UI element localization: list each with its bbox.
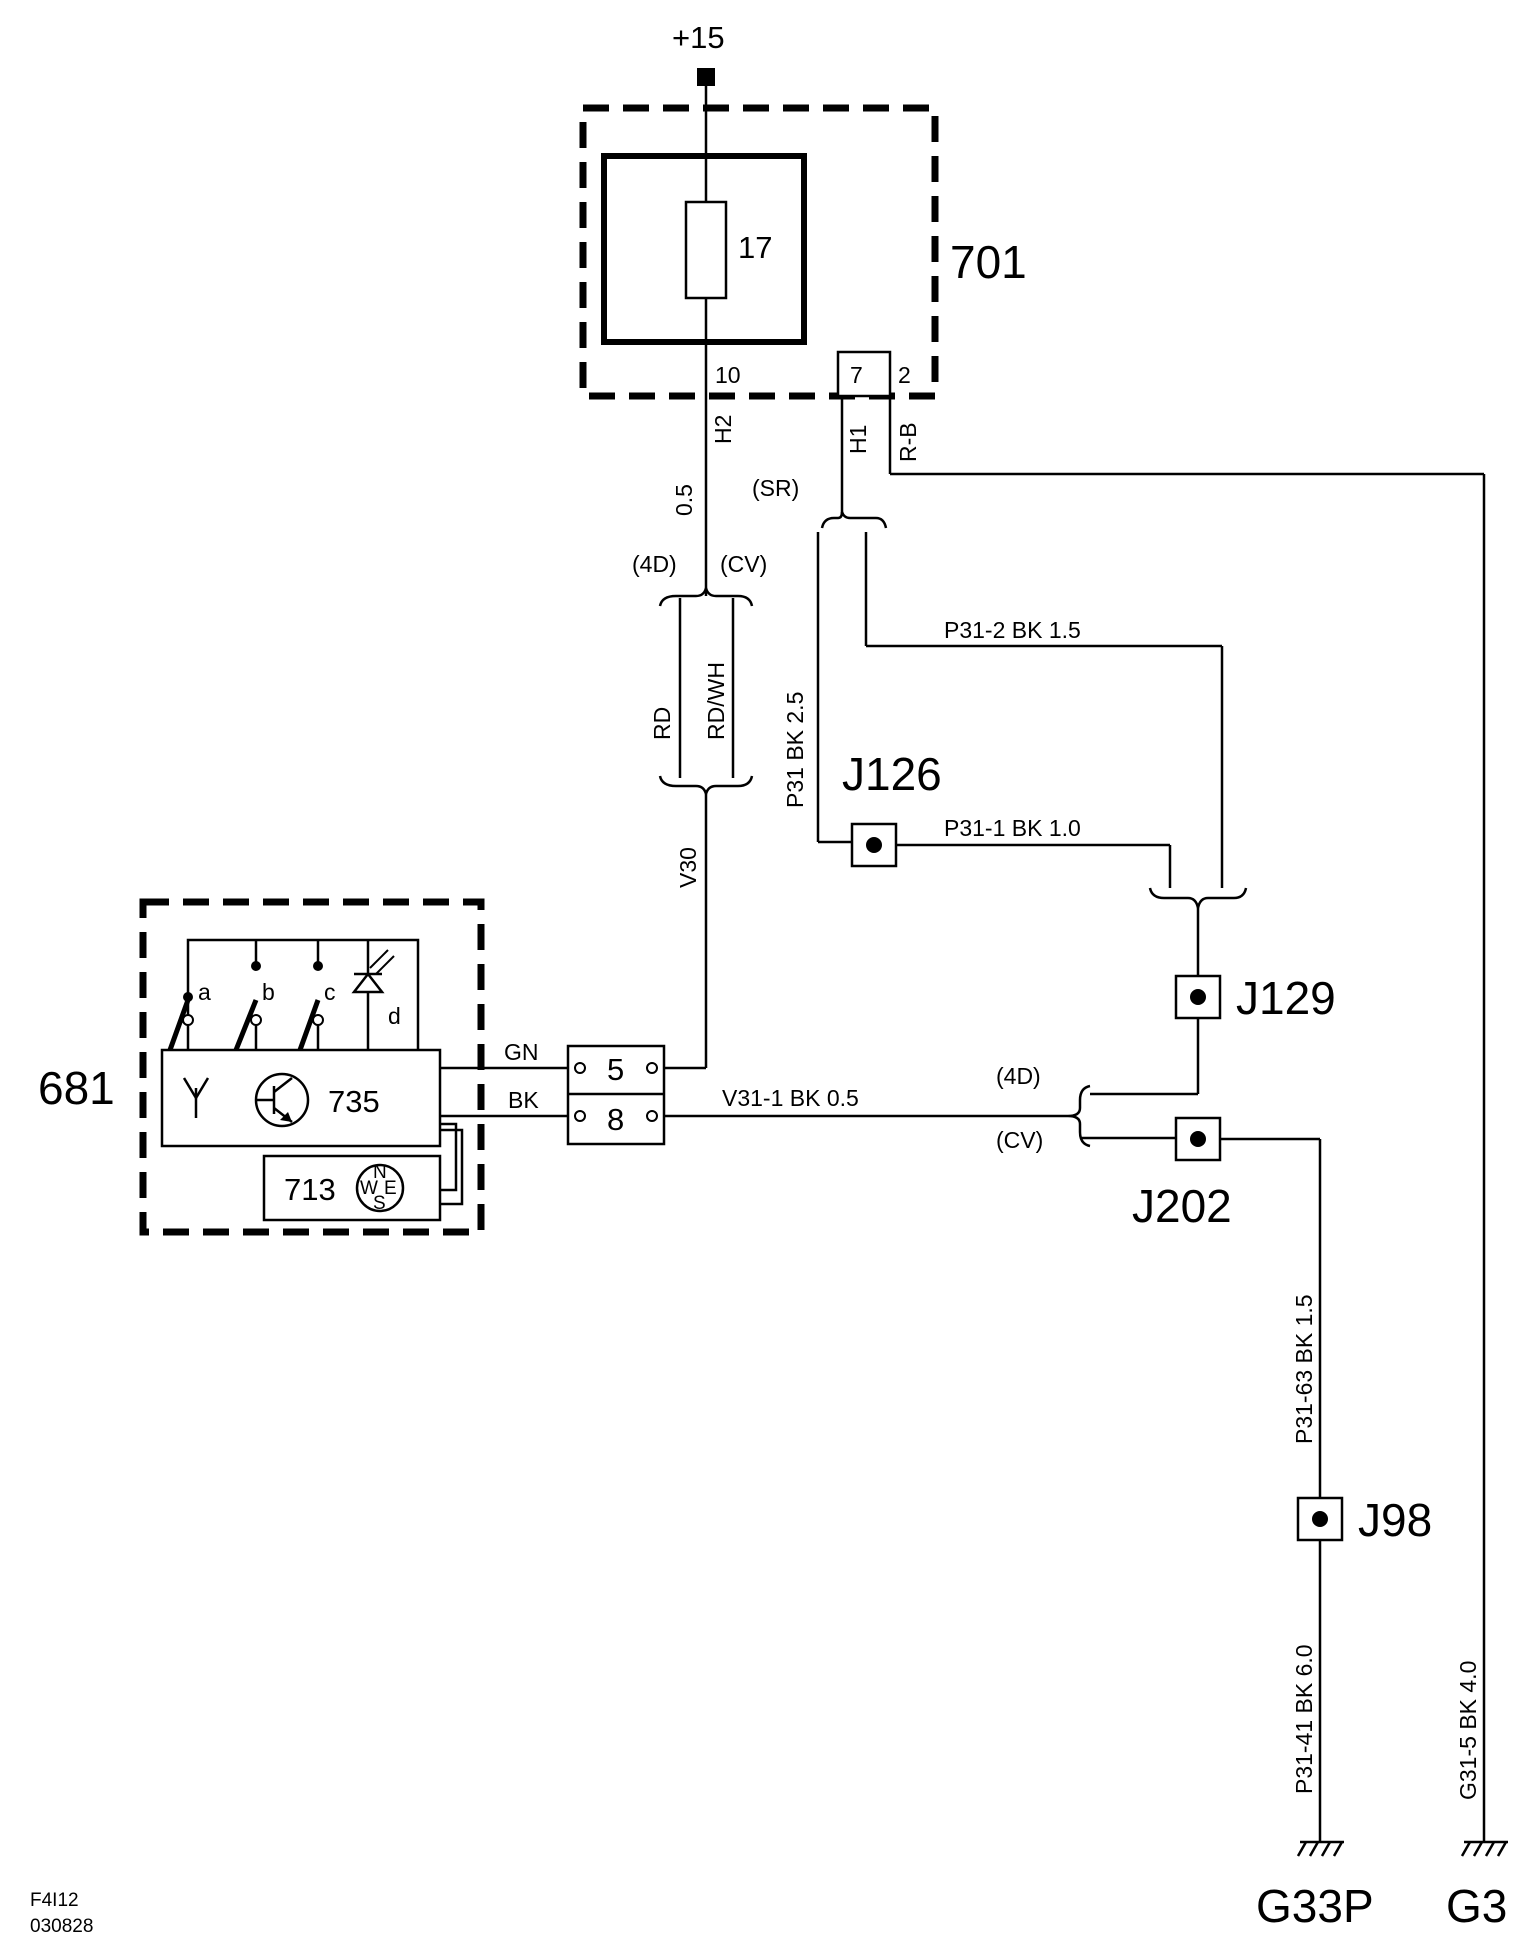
p31-63-label: P31-63 BK 1.5 [1291, 1294, 1317, 1444]
connector-pin-5: 5 [607, 1052, 624, 1087]
junction-j98-label: J98 [1358, 1494, 1432, 1546]
supply-label: +15 [672, 20, 725, 55]
compass-unit [262, 1154, 442, 1222]
variant-4d-label-2: (4D) [996, 1063, 1041, 1089]
v31-1-label: V31-1 BK 0.5 [722, 1085, 859, 1111]
transistor-label: 735 [328, 1084, 380, 1119]
pin-2-label: 2 [898, 362, 911, 388]
p31-25-label: P31 BK 2.5 [782, 692, 808, 808]
switch-c-label: c [324, 979, 336, 1005]
pin-10-label: 10 [715, 362, 741, 388]
wire-rdwh-label: RD/WH [703, 662, 729, 740]
antenna-icon [182, 1077, 210, 1118]
g31-5-label: G31-5 BK 4.0 [1455, 1661, 1481, 1800]
switch-a-label: a [198, 979, 211, 1005]
gauge-label: 0.5 [671, 484, 697, 516]
compass-label: 713 [284, 1172, 336, 1207]
fuse-number: 17 [738, 230, 772, 265]
connector-5-8: 5 8 [566, 1044, 666, 1146]
compass-n: N [373, 1162, 387, 1183]
wire-bk-label: BK [508, 1087, 539, 1113]
fuse-17 [684, 200, 728, 300]
pin-7-label: 7 [850, 362, 863, 388]
module-id: 681 [38, 1062, 115, 1114]
junction-j202-label: J202 [1132, 1180, 1232, 1232]
compass-e: E [384, 1178, 397, 1199]
ground-g33p-label: G33P [1256, 1880, 1374, 1932]
ground-g33p-icon [1296, 1840, 1344, 1857]
fuse-box-id: 701 [950, 236, 1027, 288]
variant-cv-label-2: (CV) [996, 1127, 1043, 1153]
pin-7-box [836, 350, 892, 398]
led-d-label: d [388, 1003, 401, 1029]
ground-g3-icon [1460, 1840, 1508, 1857]
p31-2-label: P31-2 BK 1.5 [944, 617, 1081, 643]
sr-label: (SR) [752, 475, 799, 501]
variant-4d-label: (4D) [632, 551, 677, 577]
wire-gn-label: GN [504, 1039, 539, 1065]
compass-w: W [360, 1178, 378, 1199]
connector-pin-8: 8 [607, 1102, 624, 1137]
h1-label: H1 [845, 425, 871, 454]
supply-terminal [697, 68, 715, 86]
switch-b-label: b [262, 979, 275, 1005]
transistor-icon [254, 1072, 310, 1128]
compass-s: S [373, 1193, 386, 1214]
variant-cv-label: (CV) [720, 551, 767, 577]
module-unit [160, 1048, 442, 1148]
fuse-box-701: 17 701 10 7 2 [579, 104, 1027, 400]
h2-label: H2 [710, 415, 736, 444]
ground-g3-label: G3 [1446, 1880, 1507, 1932]
p31-41-label: P31-41 BK 6.0 [1291, 1644, 1317, 1794]
module-681: 681 a b c d [38, 898, 568, 1236]
footer-date: 030828 [30, 1916, 93, 1937]
fuse-holder [601, 153, 807, 345]
footer-code: F4I12 [30, 1890, 79, 1911]
rb-label: R-B [895, 422, 921, 462]
p31-1-label: P31-1 BK 1.0 [944, 815, 1081, 841]
junction-j129-label: J129 [1236, 972, 1336, 1024]
v30-label: V30 [675, 847, 701, 888]
compass-icon: N W E S [355, 1162, 405, 1214]
wire-rd-label: RD [649, 707, 675, 740]
junction-j126-label: J126 [842, 748, 942, 800]
